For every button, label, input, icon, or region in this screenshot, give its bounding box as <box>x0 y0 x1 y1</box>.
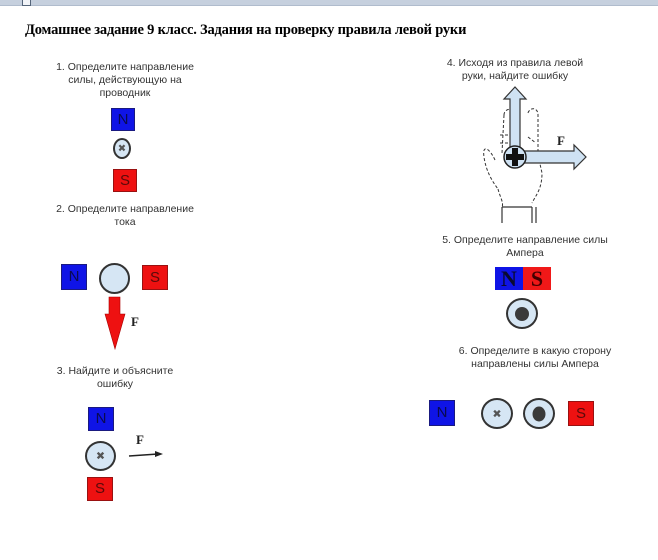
document-icon[interactable] <box>22 0 31 6</box>
task-2-line-1: 2. Определите направление <box>56 203 194 215</box>
force-label: F <box>557 133 565 148</box>
magnet-north: N <box>111 108 135 131</box>
magnet-south: S <box>523 267 551 290</box>
task-3-line-1: 3. Найдите и объясните <box>56 365 174 377</box>
task-1-line-3: проводник <box>99 87 151 99</box>
task-1-question: 1. Определите направление силы, действую… <box>30 61 220 100</box>
conductor-out-of-page <box>506 298 538 329</box>
left-hand-illustration <box>483 86 587 223</box>
task-4-question: 4. Исходя из правила левой руки, найдите… <box>430 57 600 83</box>
magnet-south: S <box>568 401 594 426</box>
task-3-line-2: ошибку <box>96 378 134 390</box>
magnet-north: N <box>495 267 523 290</box>
task-1-line-1: 1. Определите направление <box>56 61 194 73</box>
force-label: F <box>136 432 144 447</box>
task-2-line-2: тока <box>114 216 136 228</box>
task-6-line-1: 6. Определите в какую сторону <box>458 345 612 357</box>
magnet-north: N <box>61 264 87 290</box>
page-title: Домашнее задание 9 класс. Задания на про… <box>25 22 467 38</box>
cross-icon: ✖ <box>492 407 502 420</box>
force-arrow-right <box>521 143 587 171</box>
force-arrow-shape <box>104 296 126 351</box>
cross-icon: ✖ <box>117 143 127 154</box>
force-label: F <box>131 314 139 329</box>
force-arrow-line <box>128 453 159 457</box>
task-3-question: 3. Найдите и объясните ошибку <box>30 365 200 391</box>
field-arrow-up <box>502 86 528 156</box>
force-arrow-right <box>128 451 163 457</box>
magnet-north: N <box>88 407 114 431</box>
task-6-line-2: направлены силы Ампера <box>471 358 599 370</box>
conductor-cross <box>503 145 527 169</box>
task-6-question: 6. Определите в какую сторону направлены… <box>430 345 640 371</box>
magnet-south: S <box>87 477 113 501</box>
conductor-out-of-page <box>523 398 555 429</box>
task-5-question: 5. Определите направление силы Ампера <box>420 234 630 260</box>
cross-icon: ✖ <box>95 449 106 463</box>
window-top-bar <box>0 0 658 6</box>
force-arrow-down <box>104 296 126 351</box>
wrist-cuff <box>501 206 537 223</box>
task-5-line-1: 5. Определите направление силы <box>442 234 608 246</box>
task-1-line-2: силы, действующую на <box>68 74 182 86</box>
magnet-south: S <box>142 265 168 290</box>
magnet-north: N <box>429 400 455 426</box>
task-4-line-1: 4. Исходя из правила левой <box>446 57 584 69</box>
conductor-into-page: ✖ <box>113 138 131 159</box>
task-5-line-2: Ампера <box>506 247 544 259</box>
bar-magnet: N S <box>495 267 551 290</box>
task-2-question: 2. Определите направление тока <box>30 203 220 229</box>
task-4-line-2: руки, найдите ошибку <box>461 70 569 82</box>
hand-outline <box>483 108 543 208</box>
conductor-into-page: ✖ <box>85 441 116 471</box>
magnet-south: S <box>113 169 137 192</box>
conductor-unknown <box>99 263 130 294</box>
dot-icon <box>532 406 546 421</box>
conductor-into-page: ✖ <box>481 398 513 429</box>
dot-icon <box>515 306 529 321</box>
force-arrow-head <box>155 451 163 457</box>
